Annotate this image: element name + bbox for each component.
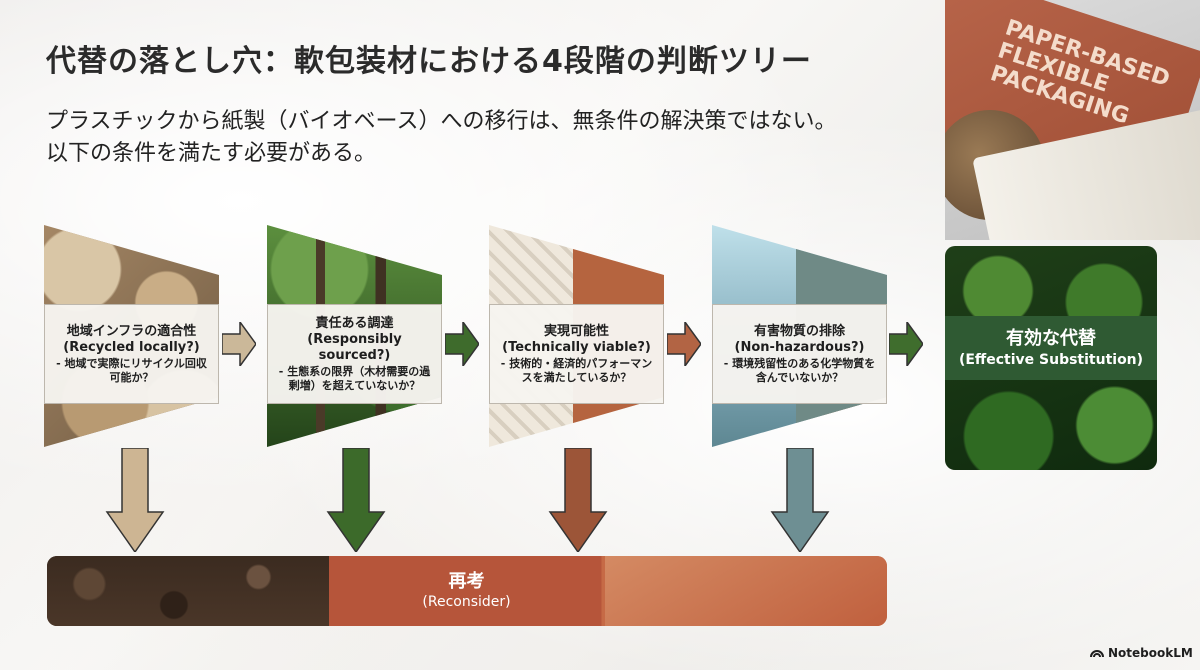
brand-watermark: NotebookLM: [1090, 646, 1193, 660]
soil-texture: [47, 556, 329, 626]
stage-2-question: - 生態系の限界（木材需要の過剰増）を超えていないか？: [278, 364, 431, 392]
down-arrow-icon: [770, 448, 830, 552]
stage-3-question: - 技術的・経済的パフォーマンスを満たしているか？: [500, 356, 653, 384]
stage-3-box: 実現可能性 (Technically viable?) - 技術的・経済的パフォ…: [489, 304, 664, 404]
reconsider-label: 再考 (Reconsider): [329, 556, 604, 626]
brand-name: NotebookLM: [1108, 646, 1193, 660]
result-english: (Effective Substitution): [958, 352, 1144, 368]
down-arrow-icon: [326, 448, 386, 552]
right-arrow-icon: [445, 322, 479, 366]
result-title: 有効な代替: [1006, 328, 1096, 349]
stage-4-question: - 環境残留性のある化学物質を含んでいないか？: [723, 356, 876, 384]
stage-1-box: 地域インフラの適合性 (Recycled locally?) - 地域で実際にリ…: [44, 304, 219, 404]
stage-4-title: 有害物質の排除: [753, 323, 845, 339]
stage-1-title: 地域インフラの適合性: [66, 323, 197, 339]
result-label-box: 有効な代替 (Effective Substitution): [945, 316, 1157, 380]
reconsider-title: 再考: [448, 571, 485, 592]
reconsider-english: (Reconsider): [422, 594, 511, 610]
subtitle: プラスチックから紙製（バイオベース）への移行は、無条件の解決策ではない。 以下の…: [46, 106, 926, 170]
down-arrow-icon: [105, 448, 165, 552]
stage-4-english: (Non-hazardous?): [734, 339, 865, 355]
right-arrow-icon: [222, 322, 256, 366]
right-arrow-icon: [667, 322, 701, 366]
stage-1-question: - 地域で実際にリサイクル回収可能か？: [56, 356, 207, 384]
stage-4-box: 有害物質の排除 (Non-hazardous?) - 環境残留性のある化学物質を…: [712, 304, 887, 404]
stage-1-english: (Recycled locally?): [63, 339, 200, 355]
down-arrow-icon: [548, 448, 608, 552]
clay-texture: [605, 556, 887, 626]
page-title: 代替の落とし穴：軟包装材における4段階の判断ツリー: [46, 44, 812, 79]
reconsider-bar: [47, 556, 887, 626]
notebooklm-logo-icon: [1090, 650, 1104, 658]
right-arrow-icon: [889, 322, 923, 366]
stage-3-title: 実現可能性: [543, 323, 609, 339]
stage-2-english: (Responsibly sourced?): [307, 331, 402, 363]
stage-2-title: 責任ある調達: [315, 315, 394, 331]
subtitle-line-2: 以下の条件を満たす必要がある。: [46, 141, 377, 166]
subtitle-line-1: プラスチックから紙製（バイオベース）への移行は、無条件の解決策ではない。: [46, 109, 837, 134]
stage-2-box: 責任ある調達 (Responsibly sourced?) - 生態系の限界（木…: [267, 304, 442, 404]
stage-3-english: (Technically viable?): [502, 339, 651, 355]
